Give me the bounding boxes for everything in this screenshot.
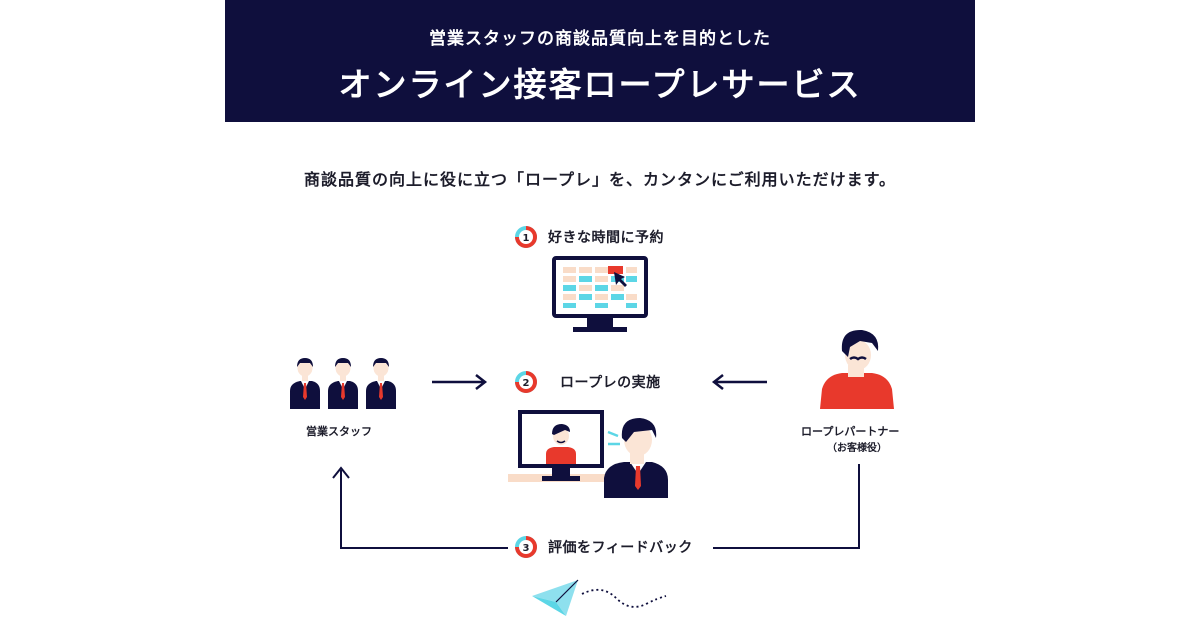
arrow-right-icon	[432, 374, 488, 390]
step-1: 1 好きな時間に予約	[514, 225, 664, 249]
paper-plane-icon	[532, 579, 667, 616]
header-subtitle: 営業スタッフの商談品質向上を目的とした	[429, 29, 771, 49]
step-2-number: 2	[523, 378, 530, 389]
step-2: 2 ロープレの実施	[514, 370, 661, 394]
header-title: オンライン接客ロープレサービス	[338, 65, 862, 104]
staff-group-icon	[290, 358, 396, 409]
step-1-badge-icon: 1	[515, 226, 537, 248]
cursor-arrow-icon	[614, 272, 627, 287]
step-2-badge-icon: 2	[515, 371, 537, 393]
partner-label: ロープレパートナー	[801, 425, 900, 438]
header-banner: 営業スタッフの商談品質向上を目的とした オンライン接客ロープレサービス	[225, 0, 975, 122]
video-call-icon	[508, 410, 668, 498]
tagline: 商談品質の向上に役に立つ「ロープレ」を、カンタンにご利用いただけます。	[303, 170, 897, 189]
arrow-left-icon	[711, 374, 767, 390]
step-3-number: 3	[523, 543, 530, 554]
feedback-loop-arrow	[332, 464, 860, 549]
step-3-badge-icon: 3	[515, 536, 537, 558]
monitor-calendar-icon	[552, 256, 648, 332]
partner-person-icon	[820, 329, 894, 409]
step-2-label: ロープレの実施	[560, 375, 661, 391]
partner-sublabel: （お客様役）	[827, 443, 887, 454]
step-3: 3 評価をフィードバック	[514, 535, 693, 559]
step-1-label: 好きな時間に予約	[548, 230, 664, 246]
step-3-label: 評価をフィードバック	[548, 540, 693, 556]
step-1-number: 1	[523, 233, 530, 244]
staff-label: 営業スタッフ	[306, 425, 372, 438]
